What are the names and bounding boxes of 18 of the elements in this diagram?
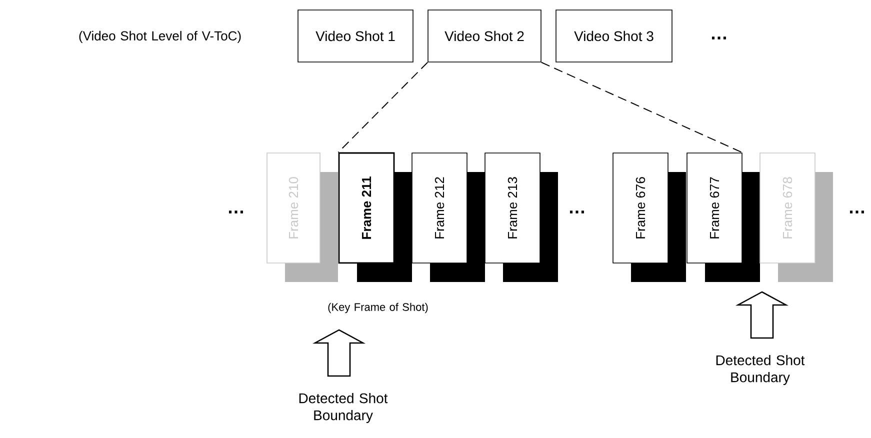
video-shot-box: Video Shot 3: [556, 10, 672, 62]
video-shot-box: Video Shot 2: [428, 10, 542, 62]
ellipsis: …: [712, 36, 726, 40]
frame-card: Frame 212: [412, 152, 485, 282]
frame-card: Frame 677: [686, 152, 760, 282]
frame-card: Frame 213: [484, 152, 558, 282]
level-caption: (Video Shot Level of V-ToC): [79, 30, 241, 44]
frame-card: Frame 676: [612, 152, 686, 282]
ellipsis: …: [228, 210, 243, 214]
ellipsis: …: [570, 210, 584, 214]
dashed-connector: [540, 62, 743, 154]
frame-card: Frame 211: [338, 152, 412, 282]
ellipsis: …: [850, 210, 864, 214]
dashed-connector: [338, 62, 428, 153]
boundary-caption: Detected Shot Boundary: [716, 354, 805, 385]
boundary-caption: Detected Shot Boundary: [299, 392, 388, 423]
caption: (Key Frame of Shot): [328, 302, 428, 314]
video-shot-box: Video Shot 1: [298, 10, 414, 62]
